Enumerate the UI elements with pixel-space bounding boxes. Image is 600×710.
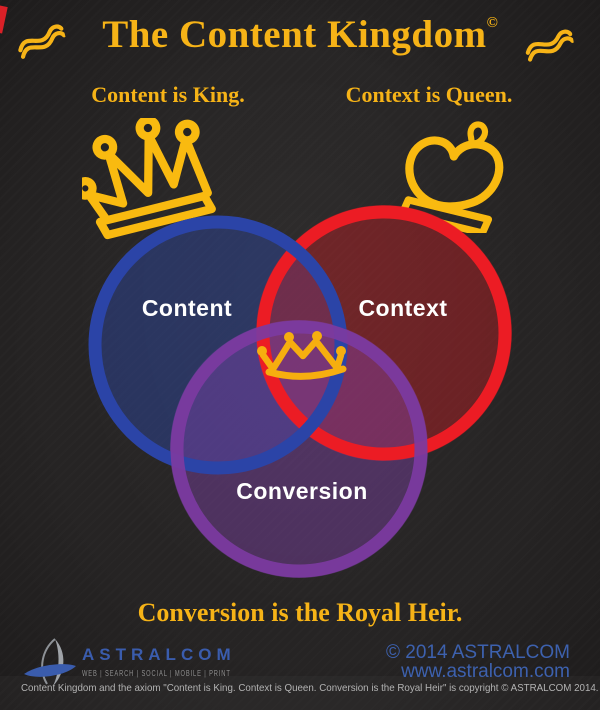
conversion-circle-ring: [170, 320, 428, 578]
astralcom-logo-icon: [24, 638, 76, 686]
subtitle-context-is-queen: Context is Queen.: [345, 82, 513, 107]
copyright-mark: ©: [486, 15, 498, 31]
footer-credit-block: © 2014 ASTRALCOM www.astralcom.com: [386, 643, 570, 682]
page-title-text: The Content Kingdom: [102, 13, 487, 56]
conversion-circle-fill: [170, 320, 428, 578]
conversion-label: Conversion: [236, 478, 368, 504]
royal-heir-tagline: Conversion is the Royal Heir.: [137, 598, 463, 627]
brand-services: WEB | SEARCH | SOCIAL | MOBILE | PRINT: [82, 669, 231, 678]
brand-name: ASTRALCOM: [82, 645, 236, 664]
footer-copyright: © 2014 ASTRALCOM: [385, 642, 570, 663]
page-title: The Content Kingdom©: [0, 13, 600, 57]
flourish-right-icon: [525, 29, 575, 62]
content-circle-ring: [88, 215, 348, 475]
website-link[interactable]: www.astralcom.com: [401, 661, 570, 683]
context-label: Context: [358, 295, 448, 321]
king-crown-icon: [82, 118, 216, 240]
content-label: Content: [141, 295, 233, 321]
flourish-left-icon: [18, 24, 67, 59]
legal-notice: Content Kingdom and the axiom "Content i…: [21, 682, 599, 694]
heir-crown-icon: [257, 331, 347, 380]
subtitle-content-is-king: Content is King.: [91, 82, 245, 107]
